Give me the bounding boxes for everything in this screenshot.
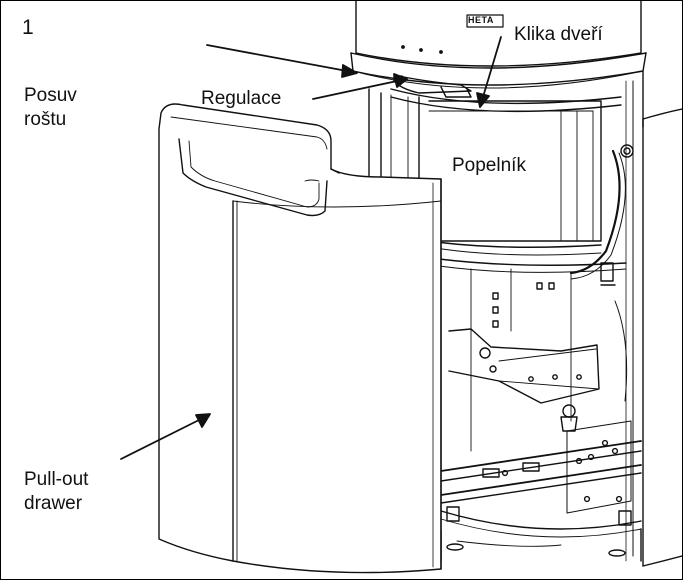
brand-badge-plate (466, 14, 504, 28)
label-posuv-line2: roštu (24, 109, 67, 130)
brand-badge: HETA (468, 15, 494, 25)
figure-number: 1 (22, 16, 34, 39)
stove-upper-body (350, 1, 647, 89)
lower-compartment (440, 268, 642, 562)
label-posuv-line1: Posuv (24, 85, 77, 106)
stove-right-side (569, 70, 682, 567)
label-popelnik: Popelník (452, 155, 526, 176)
drawer-front-details (170, 116, 442, 570)
drawer-front-panel (158, 103, 442, 574)
label-pullout-line2: drawer (24, 493, 83, 514)
label-pullout-line1: Pull-out (24, 469, 89, 490)
leader-arrows (120, 36, 502, 460)
label-regulace: Regulace (201, 88, 282, 109)
ash-pan-drawing (428, 100, 627, 273)
label-klika-dveri: Klika dveří (514, 24, 603, 45)
